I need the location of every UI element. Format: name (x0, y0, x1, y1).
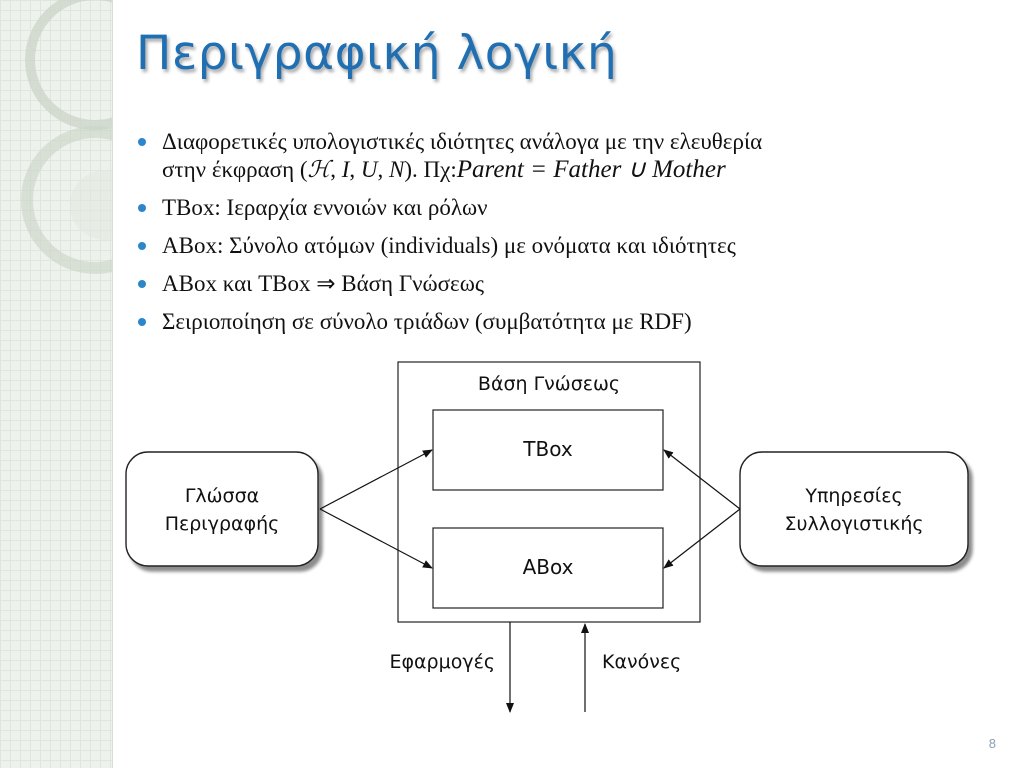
symbol-i: I (341, 157, 350, 182)
abox-label: ABox (523, 555, 574, 579)
applications-label: Εφαρμογές (389, 651, 495, 673)
reasoning-services-label-2: Συλλογιστικής (784, 513, 923, 535)
bullet-item: Σειριοποίηση σε σύνολο τριάδων (συμβατότ… (132, 308, 1002, 336)
symbol-n: N (389, 157, 405, 182)
arrow-reasoning-to-tbox (663, 449, 741, 510)
bullet-item: ABox και TBox ⇒ Βάση Γνώσεως (132, 270, 1002, 298)
bullet-text: ABox και TBox (162, 271, 311, 296)
decorative-side-strip (0, 0, 113, 768)
bullet-item: TBox: Ιεραρχία εννοιών και ρόλων (132, 194, 1002, 222)
arrow-reasoning-to-abox (663, 508, 741, 569)
abox-box (432, 527, 664, 609)
arrow-language-to-tbox (319, 449, 433, 510)
symbol-u: U (360, 157, 378, 182)
arrow-language-to-abox (319, 508, 433, 569)
reasoning-services-box (739, 451, 969, 567)
tbox-label: TBox (522, 437, 573, 461)
decorative-circles (21, 0, 112, 274)
reasoning-services-label-1: Υπηρεσίες (804, 485, 902, 507)
bullet-text: Βάση Γνώσεως (341, 271, 484, 296)
bullet-text: TBox: Ιεραρχία εννοιών και ρόλων (162, 195, 488, 220)
formula: Parent = Father ∪ Mother (456, 156, 726, 183)
knowledge-base-label: Βάση Γνώσεως (478, 373, 620, 395)
implies-arrow: ⇒ (316, 271, 336, 296)
rules-label: Κανόνες (602, 651, 681, 673)
description-language-box (125, 451, 319, 567)
bullet-text: στην έκφραση ( (162, 157, 308, 182)
bullet-text: ). Πχ: (404, 157, 457, 182)
bullet-text: Σειριοποίηση σε σύνολο τριάδων (συμβατότ… (162, 309, 692, 334)
bullet-item: ABox: Σύνολο ατόμων (individuals) με ονό… (132, 232, 1002, 260)
bullet-item: Διαφορετικές υπολογιστικές ιδιότητες ανά… (132, 128, 1002, 184)
description-language-label-1: Γλώσσα (185, 485, 259, 507)
page-number: 8 (988, 736, 996, 751)
tbox-box (432, 409, 664, 491)
bullet-text: Διαφορετικές υπολογιστικές ιδιότητες ανά… (162, 129, 763, 154)
slide-title: Περιγραφική λογική (136, 26, 618, 81)
symbol-h: ℋ (307, 157, 331, 182)
description-language-label-2: Περιγραφής (165, 513, 280, 535)
bullet-list: Διαφορετικές υπολογιστικές ιδιότητες ανά… (132, 128, 1002, 346)
bullet-text: ABox: Σύνολο ατόμων (individuals) με ονό… (162, 233, 736, 258)
